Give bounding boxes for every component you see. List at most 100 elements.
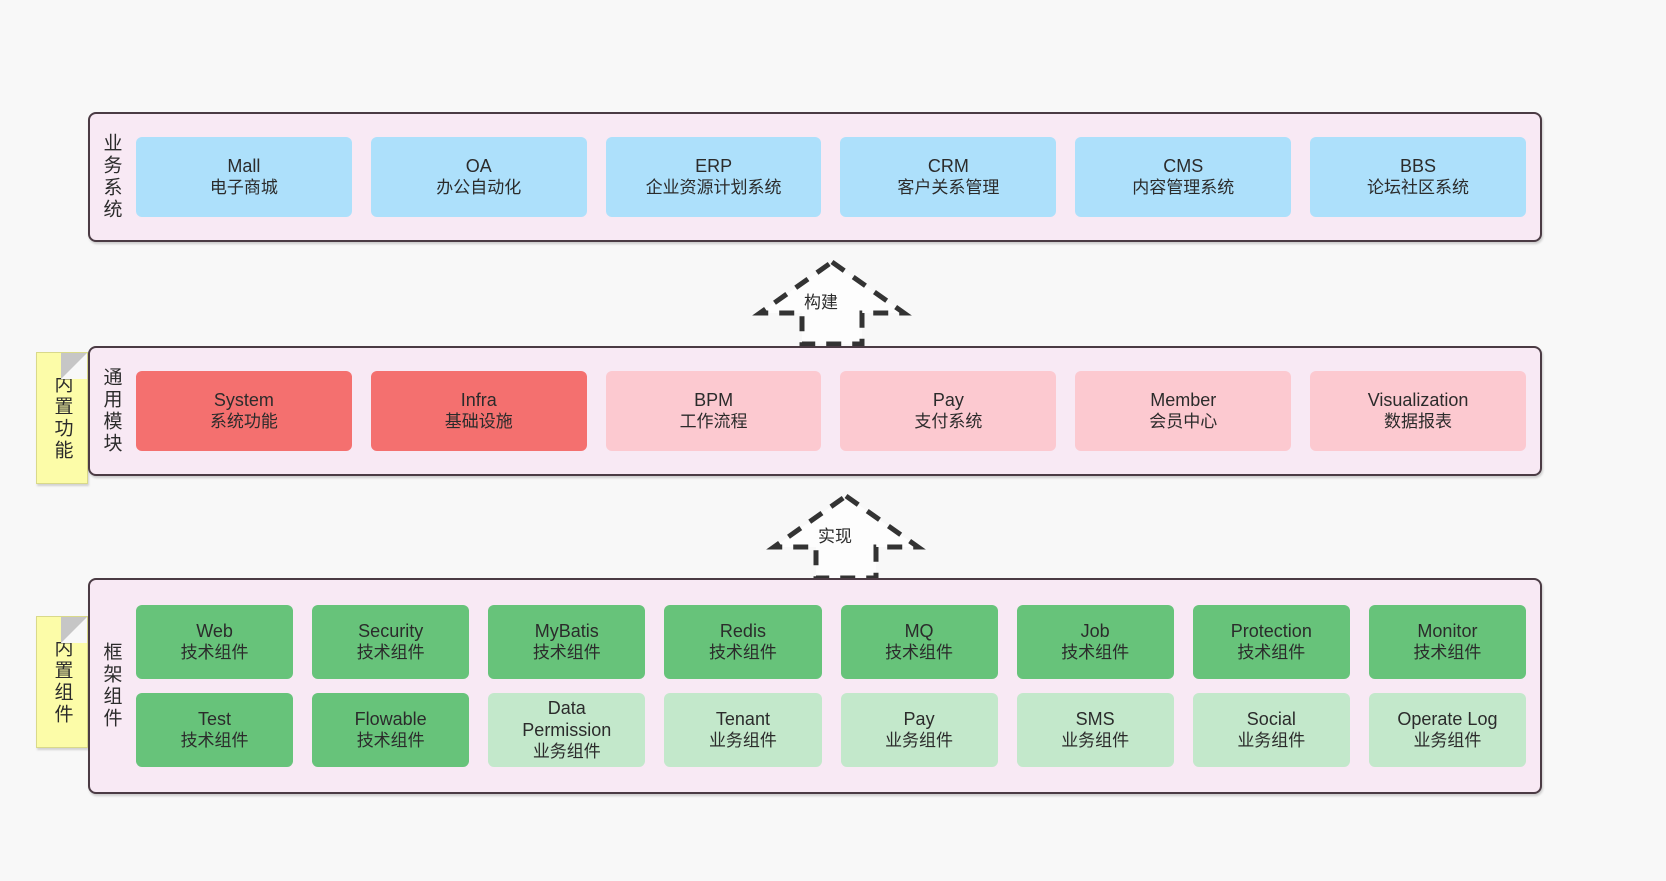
node-bbs-cn: 论坛社区系统 [1367,177,1470,197]
node-mall-en: Mall [227,155,261,176]
node-test-en: Test [198,708,232,729]
node-pay-component-cn: 业务组件 [885,730,954,750]
node-erp[interactable]: ERP 企业资源计划系统 [605,137,822,217]
node-data-permission-cn: 业务组件 [532,741,601,761]
row-common-modules: System 系统功能 Infra 基础设施 BPM 工作流程 Pay 支付系统… [136,371,1526,451]
node-erp-cn: 企业资源计划系统 [645,177,782,197]
node-mybatis-cn: 技术组件 [532,642,601,662]
node-test-cn: 技术组件 [180,730,249,750]
node-crm[interactable]: CRM 客户关系管理 [840,137,1057,217]
node-security-cn: 技术组件 [356,642,425,662]
layer-title-framework-component: 框架组件 [100,642,122,730]
node-sms[interactable]: SMS 业务组件 [1016,693,1174,767]
node-bpm[interactable]: BPM 工作流程 [605,371,822,451]
node-oa[interactable]: OA 办公自动化 [370,137,587,217]
node-pay-module[interactable]: Pay 支付系统 [840,371,1057,451]
node-system-en: System [213,389,274,410]
node-monitor-en: Monitor [1417,620,1478,641]
node-erp-en: ERP [695,155,733,176]
node-flowable-cn: 技术组件 [356,730,425,750]
node-social[interactable]: Social 业务组件 [1192,693,1350,767]
node-crm-en: CRM [927,155,969,176]
node-protection[interactable]: Protection 技术组件 [1192,605,1350,679]
node-cms[interactable]: CMS 内容管理系统 [1075,137,1292,217]
node-oa-en: OA [465,155,492,176]
node-tenant[interactable]: Tenant 业务组件 [664,693,822,767]
node-social-en: Social [1246,708,1296,729]
node-data-permission-en: Data Permission [522,697,612,740]
node-infra-cn: 基础设施 [444,411,513,431]
layer-title-business-system: 业务系统 [100,133,122,221]
node-bbs-en: BBS [1400,155,1437,176]
node-operate-log-cn: 业务组件 [1413,730,1482,750]
note-builtin-function[interactable]: 内置功能 [36,352,88,484]
node-system[interactable]: System 系统功能 [136,371,352,451]
node-visualization[interactable]: Visualization 数据报表 [1310,371,1526,451]
node-test[interactable]: Test 技术组件 [136,693,294,767]
node-social-cn: 业务组件 [1237,730,1306,750]
node-monitor[interactable]: Monitor 技术组件 [1368,605,1526,679]
node-pay-component-en: Pay [903,708,935,729]
node-redis-cn: 技术组件 [708,642,777,662]
node-tenant-cn: 业务组件 [708,730,777,750]
node-redis-en: Redis [719,620,766,641]
note-builtin-function-label: 内置功能 [51,374,73,462]
node-sms-cn: 业务组件 [1061,730,1130,750]
node-oa-cn: 办公自动化 [436,177,522,197]
node-operate-log-en: Operate Log [1397,708,1498,729]
node-visualization-cn: 数据报表 [1384,411,1453,431]
arrow-implement: 实现 [766,492,926,582]
node-operate-log[interactable]: Operate Log 业务组件 [1368,693,1526,767]
node-mybatis-en: MyBatis [534,620,599,641]
node-job-cn: 技术组件 [1061,642,1130,662]
arrow-build: 构建 [752,258,912,348]
node-flowable[interactable]: Flowable 技术组件 [312,693,470,767]
node-bpm-cn: 工作流程 [679,411,748,431]
node-security-en: Security [358,620,424,641]
node-mall-cn: 电子商城 [209,177,278,197]
node-member-cn: 会员中心 [1149,411,1218,431]
node-job[interactable]: Job 技术组件 [1016,605,1174,679]
node-member[interactable]: Member 会员中心 [1075,371,1292,451]
node-infra-en: Infra [460,389,497,410]
layer-framework-component[interactable]: 框架组件 Web 技术组件 Security 技术组件 MyBatis 技术组件… [88,578,1542,794]
node-sms-en: SMS [1075,708,1115,729]
node-member-en: Member [1150,389,1217,410]
node-web-cn: 技术组件 [180,642,249,662]
note-builtin-component[interactable]: 内置组件 [36,616,88,748]
node-web-en: Web [196,620,233,641]
node-bbs[interactable]: BBS 论坛社区系统 [1310,137,1526,217]
node-pay-component[interactable]: Pay 业务组件 [840,693,998,767]
node-crm-cn: 客户关系管理 [897,177,1000,197]
node-data-permission[interactable]: Data Permission 业务组件 [488,693,646,767]
arrow-build-icon [752,258,912,347]
node-mybatis[interactable]: MyBatis 技术组件 [488,605,646,679]
node-monitor-cn: 技术组件 [1413,642,1482,662]
node-visualization-en: Visualization [1367,389,1469,410]
node-cms-en: CMS [1163,155,1204,176]
node-job-en: Job [1080,620,1110,641]
node-infra[interactable]: Infra 基础设施 [370,371,587,451]
node-pay-module-cn: 支付系统 [914,411,983,431]
layer-business-system[interactable]: 业务系统 Mall 电子商城 OA 办公自动化 ERP 企业资源计划系统 CRM… [88,112,1542,242]
row-tech-components: Web 技术组件 Security 技术组件 MyBatis 技术组件 Redi… [136,605,1526,679]
layer-body-business-system: Mall 电子商城 OA 办公自动化 ERP 企业资源计划系统 CRM 客户关系… [132,114,1540,240]
layer-title-common-module: 通用模块 [100,367,122,455]
row-business-components: Test 技术组件 Flowable 技术组件 Data Permission … [136,693,1526,767]
node-cms-cn: 内容管理系统 [1132,177,1235,197]
node-web[interactable]: Web 技术组件 [136,605,294,679]
arrow-implement-label: 实现 [818,527,852,546]
node-pay-module-en: Pay [932,389,964,410]
layer-common-module[interactable]: 通用模块 System 系统功能 Infra 基础设施 BPM 工作流程 Pay… [88,346,1542,476]
node-mall[interactable]: Mall 电子商城 [136,137,352,217]
node-protection-en: Protection [1230,620,1312,641]
node-mq[interactable]: MQ 技术组件 [840,605,998,679]
node-tenant-en: Tenant [715,708,770,729]
node-redis[interactable]: Redis 技术组件 [664,605,822,679]
node-security[interactable]: Security 技术组件 [312,605,470,679]
node-mq-en: MQ [904,620,934,641]
arrow-build-label: 构建 [804,293,838,312]
node-flowable-en: Flowable [354,708,427,729]
layer-body-framework-component: Web 技术组件 Security 技术组件 MyBatis 技术组件 Redi… [132,580,1540,792]
